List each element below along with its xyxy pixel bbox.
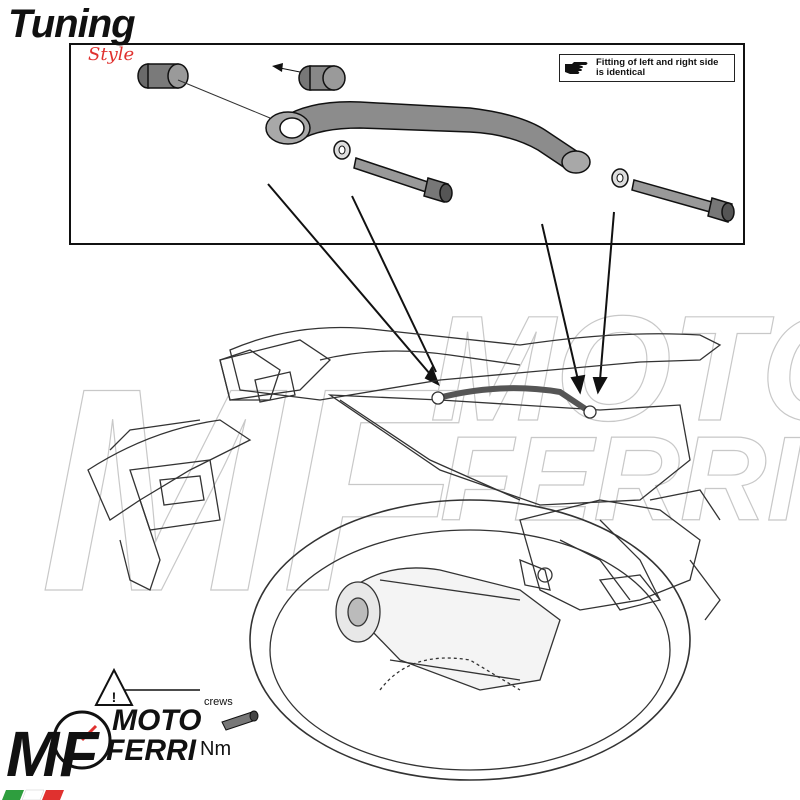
screws-label: crews [204, 696, 233, 708]
motorcycle-rear [87, 326, 722, 781]
exploded-parts [137, 63, 735, 223]
upper-spacer [298, 65, 346, 91]
grab-bar [265, 101, 591, 174]
svg-text:!: ! [112, 689, 117, 705]
logo-mf-text: MF [6, 718, 100, 790]
watermark-ferri-text: FERRI [440, 412, 800, 546]
logo-moto-text: MOTO [112, 704, 201, 737]
warning-triangle-icon [94, 667, 134, 706]
brand-style-text: Style [88, 44, 135, 65]
italian-flag-icon [2, 789, 64, 800]
fitting-note-box: Fitting of left and right side is identi… [559, 54, 735, 82]
left-bolt [353, 157, 453, 203]
pointer-lines [267, 183, 615, 395]
speedometer-icon [52, 710, 112, 770]
pointing-hand-icon [565, 62, 588, 74]
brand-tuning-text: Tuning [8, 2, 136, 46]
direction-arrow [272, 63, 301, 73]
exhaust [335, 567, 561, 691]
left-spacer [137, 63, 189, 89]
torque-unit-label: Nm [200, 738, 232, 760]
fitting-note-text: Fitting of left and right side is identi… [596, 57, 719, 78]
detail-frame [69, 43, 745, 245]
watermark: MF MOTO FERRI [39, 283, 800, 652]
right-bolt [631, 179, 735, 223]
watermark-moto-text: MOTO [430, 284, 800, 452]
logo-ferri-text: FERRI [106, 734, 197, 767]
